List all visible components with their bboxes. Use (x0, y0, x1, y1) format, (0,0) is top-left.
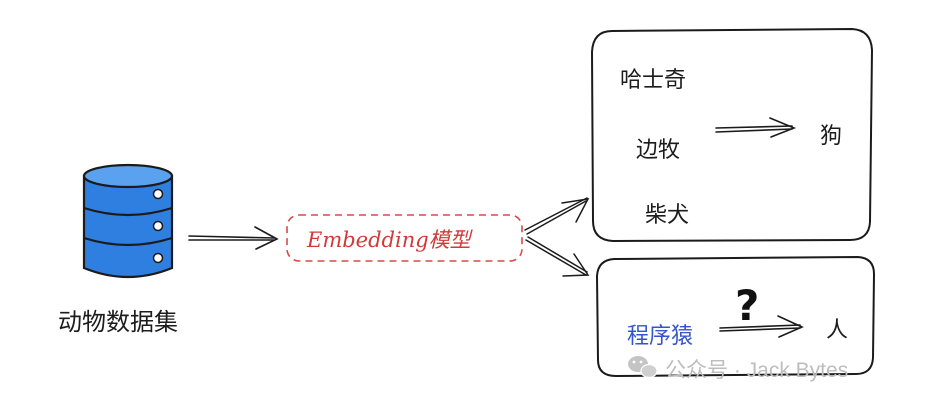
other-item-label: 程序猿 (627, 324, 694, 349)
arrow-model-to-animals (524, 197, 590, 235)
animal-item-husky: 哈士奇 (620, 68, 687, 93)
database-icon (82, 163, 174, 279)
unknown-mark: ? (735, 281, 760, 330)
model-label: Embedding模型 (307, 228, 471, 252)
arrow-model-to-other (525, 236, 590, 277)
arrow-to-human (719, 315, 804, 338)
animal-item-shiba: 柴犬 (645, 203, 690, 228)
wechat-icon (628, 356, 658, 379)
animal-target-label: 狗 (820, 124, 843, 149)
model-box (286, 214, 523, 262)
watermark-text: 公众号 · Jack Bytes (665, 359, 849, 382)
other-group-box (595, 255, 876, 378)
other-target-label: 人 (826, 318, 849, 343)
animals-group-box (590, 27, 874, 243)
source-label: 动物数据集 (58, 308, 178, 336)
animal-item-collie: 边牧 (636, 138, 681, 163)
arrow-db-to-model (188, 226, 279, 250)
arrow-to-dog (715, 117, 797, 138)
